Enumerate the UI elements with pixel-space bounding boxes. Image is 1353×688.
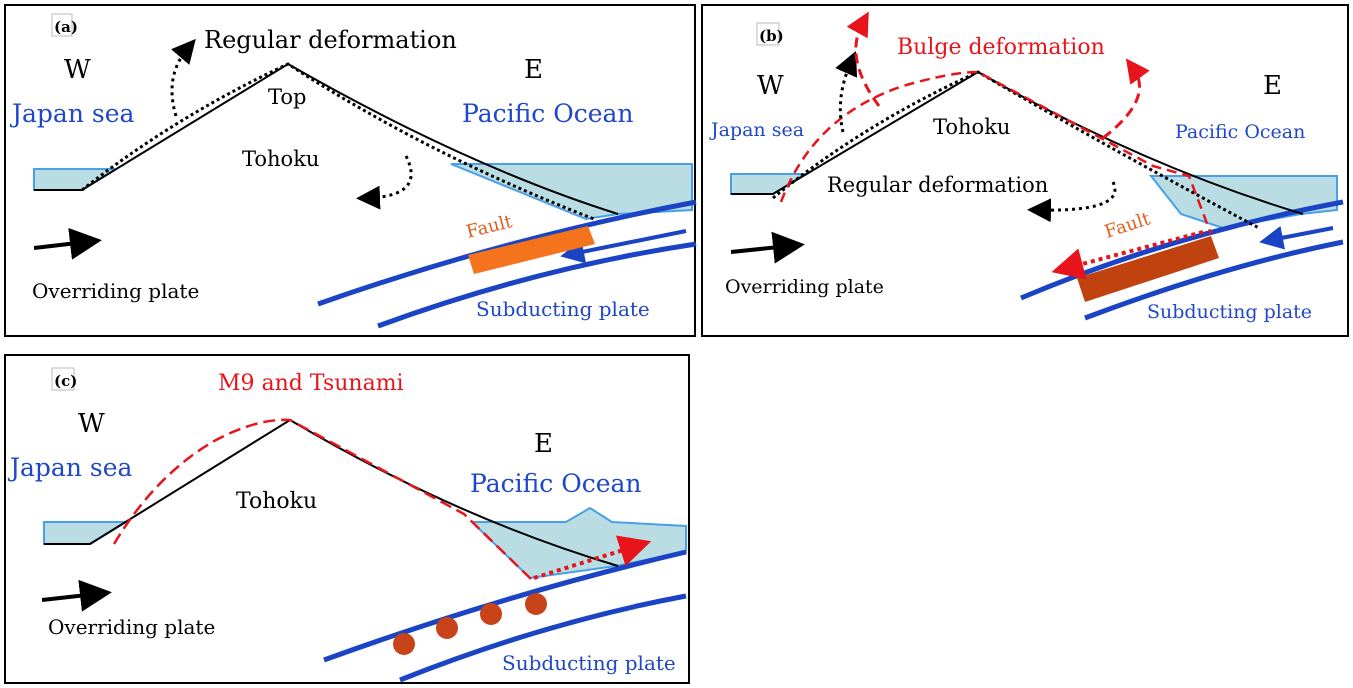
tohoku-label: Tohoku xyxy=(242,147,319,171)
subducting-plate-label: Subducting plate xyxy=(502,651,676,675)
japan-sea-water xyxy=(43,521,130,545)
bulge-deformation-label: Bulge deformation xyxy=(897,35,1105,60)
pacific-ocean-label: Pacific Ocean xyxy=(470,469,642,498)
plate-motion-arrow xyxy=(1259,225,1334,250)
japan-sea-label: Japan sea xyxy=(709,119,804,141)
slip-dot-3 xyxy=(480,603,502,625)
west-label: W xyxy=(757,71,784,101)
top-label: Top xyxy=(268,85,306,109)
regular-deformation-dotted-line xyxy=(81,62,595,221)
fault-label: Fault xyxy=(1102,208,1154,243)
japan-sea-water xyxy=(730,173,809,195)
west-label: W xyxy=(64,55,91,85)
panel-tag-box xyxy=(756,22,780,46)
panel-tag: (b) xyxy=(759,27,784,45)
bulge-arrow-west xyxy=(846,11,881,107)
uplift-arrow-west xyxy=(170,38,196,117)
slip-dot-4 xyxy=(525,593,547,615)
subsidence-arrow-east xyxy=(1027,181,1117,223)
subducting-plate-label: Subducting plate xyxy=(1147,301,1312,323)
overriding-plate-arrow xyxy=(730,231,805,264)
bulge-arrow-east xyxy=(1102,58,1150,140)
subducting-plate-upper-line xyxy=(1020,199,1344,301)
japan-sea-label: Japan sea xyxy=(7,453,133,482)
m9-tsunami-title: M9 and Tsunami xyxy=(218,371,404,396)
japan-sea-label: Japan sea xyxy=(9,99,135,128)
fault-patch xyxy=(1077,236,1219,302)
tsunami-uplift-dashed-line xyxy=(112,418,533,581)
tsunami-slip-arrow xyxy=(533,535,652,580)
panel-a-diagram: (a) Fault Regular deformation W E Top Ja… xyxy=(9,13,697,329)
subducting-plate-upper-line xyxy=(317,199,697,307)
panel-tag-box xyxy=(51,13,73,37)
slip-dot-2 xyxy=(436,617,458,639)
panel-b-diagram: (b) Fault Bulge deformation W E Japan se… xyxy=(709,11,1344,323)
regular-deformation-label: Regular deformation xyxy=(204,26,457,54)
fault-patch xyxy=(468,226,595,274)
subducting-plate-lower-line xyxy=(399,593,687,683)
regular-deformation-dotted-line xyxy=(772,70,1260,230)
fault-label: Fault xyxy=(464,211,515,243)
overriding-plate-label: Overriding plate xyxy=(48,615,215,639)
west-label: W xyxy=(78,409,105,439)
uplift-arrow-west xyxy=(835,51,858,133)
pacific-ocean-label: Pacific Ocean xyxy=(1175,121,1305,143)
topography-line xyxy=(731,70,1304,215)
subducting-plate-label: Subducting plate xyxy=(476,297,650,321)
regular-deformation-label: Regular deformation xyxy=(827,173,1048,197)
overriding-plate-arrow xyxy=(41,579,112,612)
east-label: E xyxy=(534,429,553,459)
plate-motion-arrow xyxy=(560,229,687,264)
overriding-plate-label: Overriding plate xyxy=(32,279,199,303)
panel-tag: (a) xyxy=(54,18,78,36)
subducting-plate-lower-line xyxy=(1084,239,1344,321)
subducting-plate-lower-line xyxy=(377,241,697,329)
overriding-plate-label: Overriding plate xyxy=(725,276,884,298)
tohoku-label: Tohoku xyxy=(236,489,317,514)
overriding-plate-arrow xyxy=(33,227,102,260)
panel-c: (c) M9 and Tsunami W E Japan sea Tohoku … xyxy=(4,354,690,684)
tohoku-label: Tohoku xyxy=(933,115,1010,139)
panel-c-diagram: (c) M9 and Tsunami W E Japan sea Tohoku … xyxy=(7,367,687,683)
east-label: E xyxy=(1263,71,1282,101)
panel-tag-box xyxy=(51,367,75,391)
east-label: E xyxy=(524,55,543,85)
slip-dot-1 xyxy=(393,633,415,655)
pacific-ocean-label: Pacific Ocean xyxy=(462,99,634,128)
panel-a: (a) Fault Regular deformation W E Top Ja… xyxy=(4,4,697,337)
panel-b: (b) Fault Bulge deformation W E Japan se… xyxy=(701,4,1349,337)
pacific-water xyxy=(1148,175,1338,230)
panel-tag: (c) xyxy=(54,372,77,390)
japan-sea-water xyxy=(33,168,120,191)
topography-line xyxy=(34,62,619,215)
subsidence-arrow-east xyxy=(356,155,413,210)
bulge-deformation-dashed-line xyxy=(779,70,1213,235)
pacific-tsunami-water xyxy=(469,506,687,580)
